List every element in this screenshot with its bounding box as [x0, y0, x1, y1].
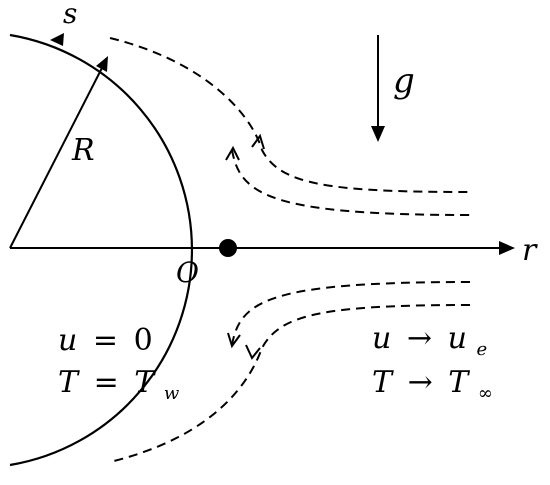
lower-streamline-inner — [231, 281, 471, 346]
label-s: s — [63, 0, 77, 30]
upper-streamline-arrow-1 — [225, 145, 240, 161]
lower-streamline-arrow-1 — [227, 332, 241, 349]
wall-temperature-condition: T = T w — [58, 365, 180, 404]
far-temperature-condition: T → T ∞ — [372, 365, 493, 404]
label-O: O — [176, 256, 199, 289]
label-r: r — [522, 233, 538, 268]
far-velocity-condition: u → u e — [372, 321, 487, 360]
radius-line — [9, 61, 106, 249]
lower-streamline-outer — [109, 304, 471, 463]
stagnation-point — [219, 239, 237, 257]
gravity-arrowhead — [371, 126, 385, 142]
r-axis-arrowhead — [499, 241, 515, 255]
upper-streamline-inner — [231, 149, 471, 216]
lower-streamline-arrow-2 — [245, 344, 261, 360]
surface-arrowhead — [50, 33, 64, 46]
label-R: R — [71, 133, 95, 168]
wall-velocity-condition: u = 0 — [58, 323, 153, 358]
label-g: g — [393, 61, 415, 101]
upper-streamline-outer — [109, 37, 471, 193]
radius-arrowhead — [96, 56, 108, 72]
upper-streamline-arrow-2 — [251, 133, 265, 150]
body-surface-arc — [9, 33, 194, 467]
